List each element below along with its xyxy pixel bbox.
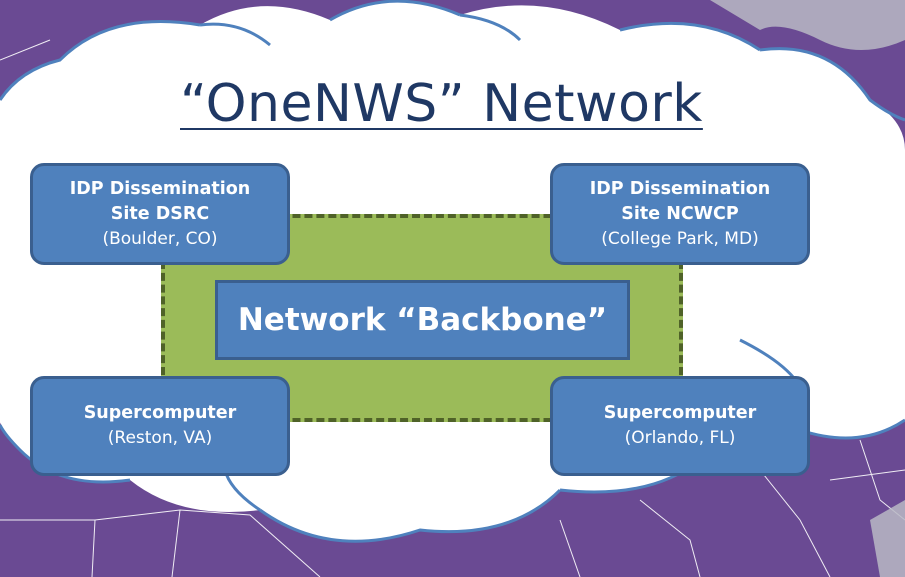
node-dsrc: IDP Dissemination Site DSRC (Boulder, CO…: [30, 163, 290, 265]
backbone-box: Network “Backbone”: [215, 280, 630, 360]
node-dsrc-line1: IDP Dissemination: [69, 178, 251, 199]
node-ncwcp-line1: IDP Dissemination: [589, 178, 771, 199]
node-reston-location: (Reston, VA): [107, 428, 213, 448]
node-dsrc-line2: Site DSRC: [110, 203, 210, 224]
node-ncwcp-line2: Site NCWCP: [621, 203, 739, 224]
node-orlando: Supercomputer (Orlando, FL): [550, 376, 810, 476]
node-orlando-line1: Supercomputer: [603, 403, 757, 423]
diagram-title: “OneNWS” Network: [180, 74, 703, 134]
node-reston: Supercomputer (Reston, VA): [30, 376, 290, 476]
node-orlando-location: (Orlando, FL): [624, 428, 736, 448]
node-ncwcp-location: (College Park, MD): [601, 228, 759, 249]
node-reston-line1: Supercomputer: [83, 403, 237, 423]
node-ncwcp: IDP Dissemination Site NCWCP (College Pa…: [550, 163, 810, 265]
node-dsrc-location: (Boulder, CO): [102, 228, 218, 249]
